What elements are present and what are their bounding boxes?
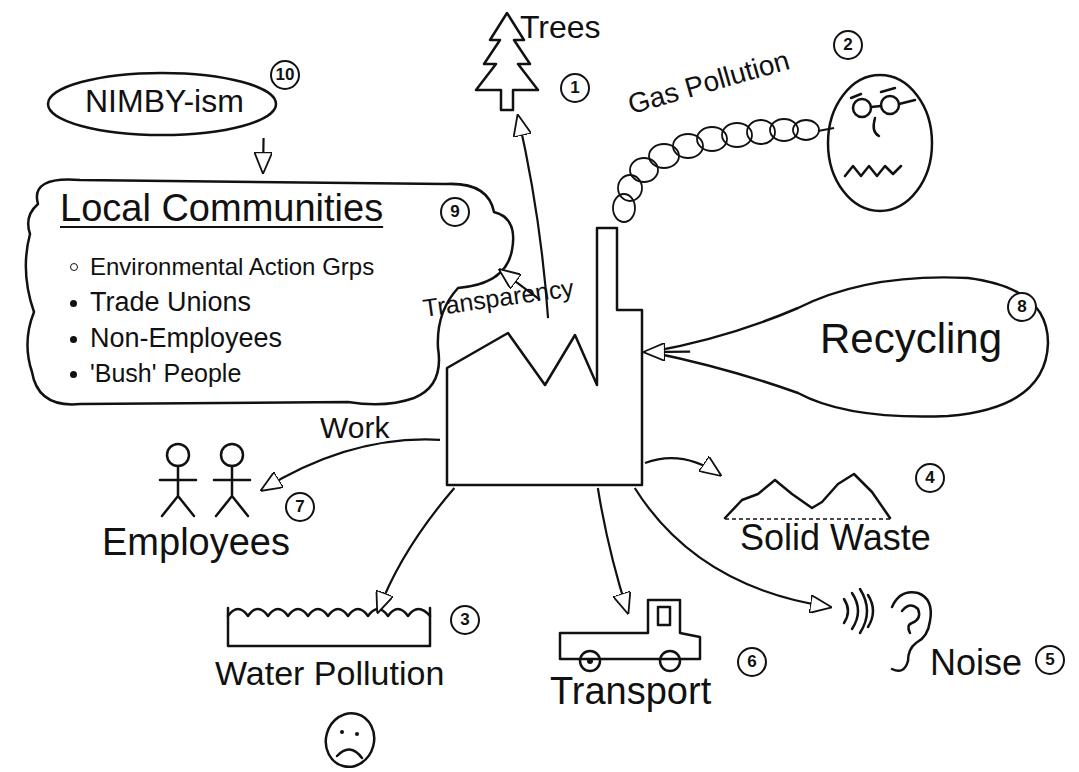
smoke-loop [747,120,775,144]
ear-outline [892,592,931,671]
gas-node: Gas Pollution [625,40,940,215]
factory-outline [447,228,642,485]
ear-inner [902,605,919,633]
node-title: Recycling [820,316,1002,362]
node-item: Non-Employees [90,324,282,354]
connector-arrow [262,439,440,490]
callout-number: 6 [737,647,767,677]
node-title: Water Pollution [215,655,444,692]
node-title: NIMBY-ism [85,84,244,119]
node-title: Trees [520,10,601,45]
noise-node: Noise [830,585,1035,695]
oval-outline [48,73,276,135]
connector-arrow [645,351,690,354]
connector-arrow [378,488,454,612]
node-title: Transparency [421,274,575,322]
water-basin [228,608,430,646]
callout-number: 1 [560,73,590,103]
smoke-loop [649,144,679,168]
callout-number: 8 [1007,292,1037,322]
glasses-frame [851,88,915,107]
truck-wheel [580,651,600,671]
smoke-loop [613,194,635,222]
connector-arrow [500,270,540,300]
glasses-lens [853,99,871,117]
waste-node: Solid Waste [720,462,995,562]
node-title: Transport [550,671,711,713]
people-node: Employees [100,440,305,580]
waste-mound [725,474,890,518]
smoke-loop [697,127,727,151]
callout-number: 2 [833,30,863,60]
sad-face [320,708,380,772]
callout-number: 7 [285,492,315,522]
truck-wheel [660,651,680,671]
node-item: Environmental Action Grps [90,254,374,280]
node-title: Local Communities [60,188,383,230]
water-waves [228,609,430,616]
smoke-loop [673,134,703,158]
tree-node: Trees [470,8,630,116]
node-outline [440,225,645,488]
balloon-outline [650,277,1048,416]
node-title: Gas Pollution [625,45,794,121]
callout-number: 5 [1035,645,1065,675]
stick-body [214,466,250,516]
balloon-node: Recycling [648,268,1053,423]
glasses-lens [881,96,899,114]
connector-arrow [518,116,548,318]
smoke-loop [793,120,819,140]
node-title: Employees [102,522,290,564]
smoke-loop [630,158,658,182]
node-item: 'Bush' People [90,360,241,388]
face-outline [828,75,932,211]
truck-hub [587,658,593,664]
sound-waves [844,589,873,633]
smoke-tail [818,128,834,131]
oval-node: NIMBY-ism [45,70,280,138]
truck-body [560,600,700,659]
truck-node: Transport [548,585,738,723]
node-title: Solid Waste [740,518,931,558]
smoke-loop [618,175,642,201]
smoke-loop [770,119,798,141]
smoke-loop [722,123,752,147]
node-item: Trade Unions [90,288,251,318]
callout-number: 4 [915,463,945,493]
truck-window [658,607,670,625]
callout-number: 9 [440,197,470,227]
callout-number: 3 [450,605,480,635]
connector-arrow [262,138,265,172]
factory-node: Transparency [440,225,645,488]
connector-arrow [598,488,628,613]
sad-face-eye [355,732,359,736]
connector-arrow [635,488,830,607]
edge-label: Work [320,411,389,444]
sad-face-eye [340,730,344,734]
callout-number: 10 [270,60,300,90]
sad-face-mouth [337,749,362,758]
smoke-loops [613,119,834,222]
stick-body [160,466,196,516]
stick-head [221,444,243,466]
stick-head [167,444,189,466]
connector-arrow [645,458,720,475]
face-mouth [845,166,901,176]
face-nose [874,118,879,136]
node-title: Noise [930,643,1022,683]
